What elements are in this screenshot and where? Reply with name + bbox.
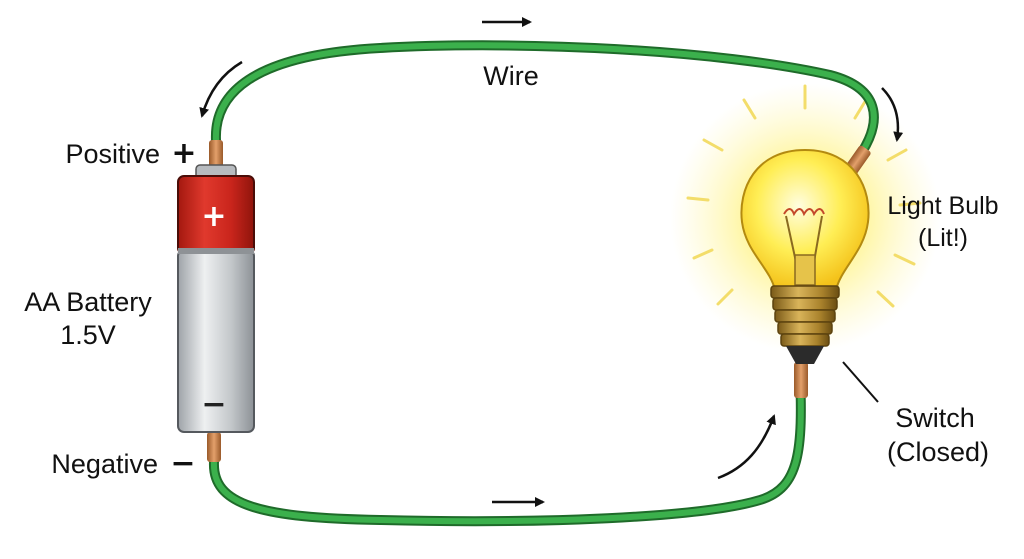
bulb-bottom-wire-end bbox=[794, 362, 808, 398]
battery-label-line2: 1.5V bbox=[60, 320, 116, 350]
positive-symbol: + bbox=[171, 136, 196, 171]
wire-label: Wire bbox=[483, 61, 539, 91]
battery-minus-symbol: − bbox=[201, 387, 226, 422]
light-bulb-icon bbox=[740, 148, 870, 364]
current-arrows bbox=[199, 17, 904, 507]
arrow-icon bbox=[199, 60, 243, 118]
positive-label: Positive bbox=[65, 139, 160, 169]
switch-label-line2: (Closed) bbox=[887, 437, 989, 467]
bulb-label-line1: Light Bulb bbox=[887, 192, 998, 220]
battery-icon: + − bbox=[177, 164, 255, 433]
arrow-icon bbox=[717, 414, 776, 480]
battery-plus-symbol: + bbox=[201, 199, 226, 234]
switch-leader-line bbox=[842, 361, 879, 403]
bulb-label-line2: (Lit!) bbox=[918, 224, 968, 252]
bottom-wire bbox=[208, 367, 806, 527]
negative-symbol: − bbox=[170, 446, 195, 481]
positive-wire-end bbox=[209, 140, 223, 168]
glow-rays bbox=[686, 84, 922, 308]
battery-label-line1: AA Battery bbox=[24, 287, 152, 317]
negative-wire-end bbox=[207, 432, 221, 462]
arrow-icon bbox=[881, 87, 904, 142]
switch-label-line1: Switch bbox=[895, 403, 975, 433]
negative-label: Negative bbox=[51, 449, 158, 479]
